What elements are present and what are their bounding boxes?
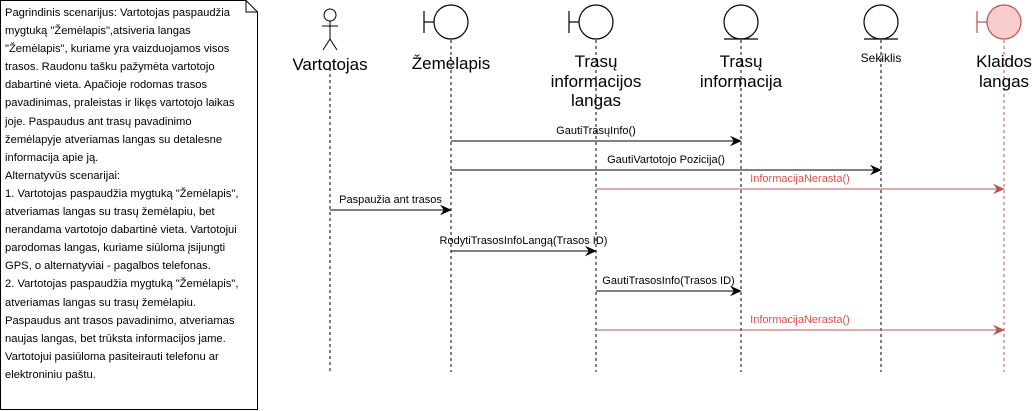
note-line: nerandama vartotojo dabartinė vieta. Var… xyxy=(5,224,237,237)
participant-label-vartotojas: Vartotojas xyxy=(292,55,367,75)
sekiklis-entity-icon xyxy=(863,4,899,40)
participant-label-line: informacija xyxy=(699,71,783,91)
scenario-note-text: Pagrindinis scenarijus: Vartotojas paspa… xyxy=(5,4,255,384)
note-line: atveriamas langas su trasų žemėlapiu, be… xyxy=(5,206,215,219)
note-body xyxy=(0,0,258,410)
note-line: mygtuką "Žemėlapis",atsiveria langas xyxy=(5,25,191,38)
note-line: 1. Vartotojas paspaudžia mygtuką "Žemėla… xyxy=(5,187,239,200)
message-arrowhead xyxy=(992,183,1005,195)
note-line: žemėlapyje atveriamas langas su detalesn… xyxy=(5,133,223,146)
note-line: naujas langas, bet trūksta informacijos … xyxy=(5,332,226,345)
message-label: GautiTrasosInfo(Trasos ID) xyxy=(602,275,735,287)
note-line: Vartotojui pasiūloma pasiteirauti telefo… xyxy=(5,350,219,363)
note-line: trasos. Raudonu tašku pažymėta vartotojo xyxy=(5,61,215,74)
lifelines xyxy=(329,40,1005,372)
participant-label-line: Žemėlapis xyxy=(411,54,491,73)
participant-label-line: Klaidos xyxy=(976,52,1032,71)
note-line: atveriamas langas su trasų žemėlapiu. xyxy=(5,296,196,309)
note-fold xyxy=(245,0,258,13)
message-label: RodytiTrasosInfoLangą(Trasos ID) xyxy=(439,235,608,247)
note-line: informacija apie ją. xyxy=(5,151,99,164)
scenario-note xyxy=(0,0,258,410)
participant-shapes xyxy=(322,4,1022,51)
message-label: InformacijaNerasta() xyxy=(750,314,850,326)
messages xyxy=(330,135,1005,336)
note-line: "Žemėlapis", kuriame yra vaizduojamos vi… xyxy=(5,43,230,56)
participant-label-line: Trasų xyxy=(719,52,763,71)
note-line: Pagrindinis scenarijus: Vartotojas paspa… xyxy=(5,7,230,19)
message-label: InformacijaNerasta() xyxy=(750,173,850,185)
participant-label-line: Sekiklis xyxy=(860,51,902,65)
message-arrowhead xyxy=(729,285,742,297)
zemelapis-boundary-icon xyxy=(423,4,469,40)
note-line: pavadinimas, praleistas ir likęs vartoto… xyxy=(5,97,235,110)
message-label: GautiTrasųInfo() xyxy=(556,125,636,137)
note-line: parodomas langas, kuriame siūloma įsijun… xyxy=(5,242,226,255)
participant-label-line: langas xyxy=(570,91,622,110)
message-label: GautiVartotojo Pozicija() xyxy=(607,154,725,166)
participant-label-sekiklis: Sekiklis xyxy=(861,51,902,65)
note-line: Paspaudus ant trasos pavadinimo, atveria… xyxy=(5,314,235,327)
participant-label-line: informacijos xyxy=(550,71,642,91)
klaidos-langas-boundary-icon xyxy=(976,4,1022,40)
message-arrowhead xyxy=(992,324,1005,336)
note-line: elektroniniu paštu. xyxy=(5,368,96,381)
message-arrowhead xyxy=(439,204,452,216)
note-line: 2. Vartotojas paspaudžia mygtuką "Žemėla… xyxy=(5,278,239,291)
participant-label-line: Vartotojas xyxy=(292,55,368,74)
message-label: Paspaužia ant trasos xyxy=(339,194,442,206)
note-line: dabartinė vieta. Apačioje rodomas trasos xyxy=(5,79,208,92)
message-arrowhead xyxy=(584,245,597,257)
participant-label-zemelapis: Žemėlapis xyxy=(412,54,490,74)
trasu-informacija-entity-icon xyxy=(723,4,759,40)
message-arrowhead xyxy=(869,164,882,176)
note-line: Alternatyvūs scenarijai: xyxy=(5,169,121,182)
participant-label-line: Trasų xyxy=(574,52,618,71)
trasu-informacijos-langas-boundary-icon xyxy=(568,4,614,40)
participant-label-line: langas xyxy=(978,71,1030,91)
message-arrowhead xyxy=(729,135,742,147)
note-line: GPS, o alternatyviai - pagalbos telefona… xyxy=(5,260,211,273)
vartotojas-actor-icon xyxy=(322,8,338,51)
note-line: joje. Paspaudus ant trasų pavadinimo xyxy=(5,115,192,128)
